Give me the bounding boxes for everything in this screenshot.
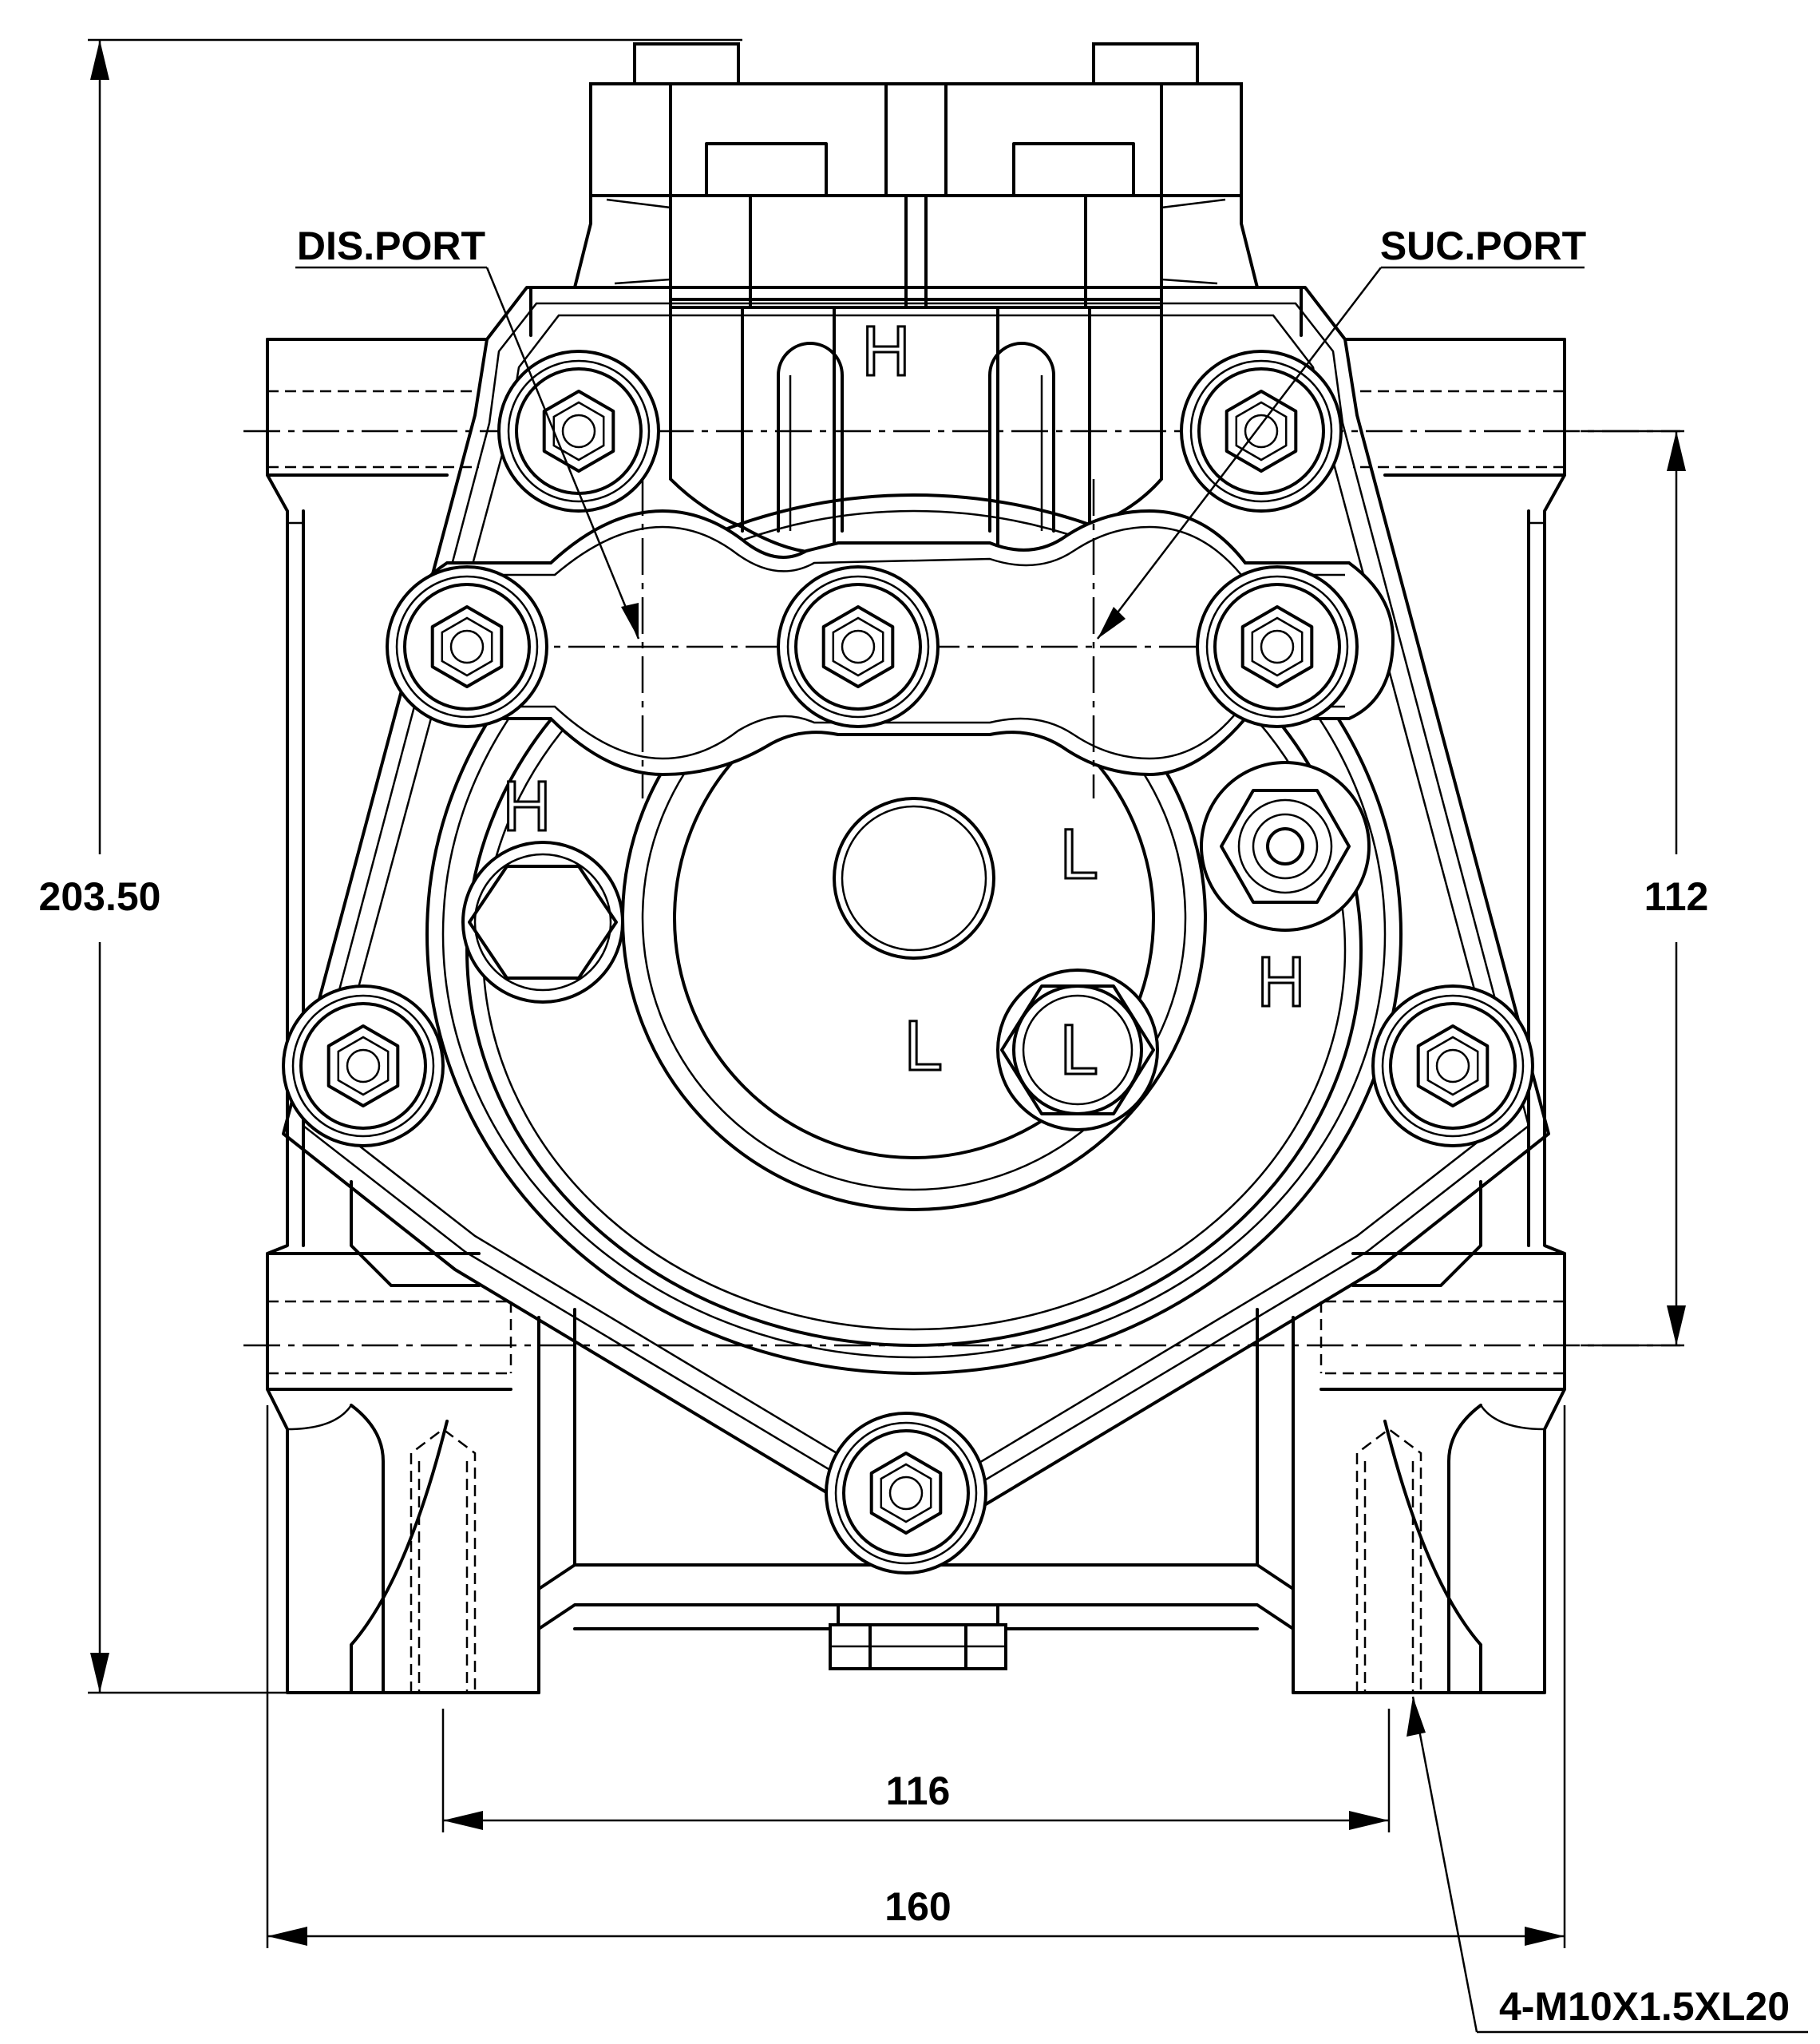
socket-head-bolt[interactable] bbox=[497, 350, 660, 513]
socket-head-bolt[interactable] bbox=[825, 1412, 987, 1575]
bolts[interactable] bbox=[282, 350, 1534, 1575]
socket-head-bolt[interactable] bbox=[777, 565, 940, 728]
lower-plug bbox=[996, 969, 1159, 1131]
hex-socket-icon bbox=[542, 390, 615, 473]
socket-head-bolt[interactable] bbox=[1371, 984, 1534, 1147]
hex-socket-icon bbox=[326, 1024, 400, 1107]
dis-port-label: DIS.PORT bbox=[297, 224, 485, 268]
dim-overall-width: 160 bbox=[266, 1405, 1566, 1948]
socket-head-bolt[interactable] bbox=[282, 984, 445, 1147]
fittings bbox=[461, 761, 1371, 1131]
dim-port-spacing: 112 bbox=[1581, 430, 1709, 1347]
dim-mount-hole-spacing: 116 bbox=[441, 1709, 1391, 1832]
socket-head-bolt[interactable] bbox=[1196, 565, 1359, 728]
hex-socket-icon bbox=[1225, 390, 1298, 473]
dim-overall-width-value: 160 bbox=[884, 1884, 951, 1929]
dim-port-spacing-value: 112 bbox=[1644, 874, 1709, 919]
dim-overall-height-value: 203.50 bbox=[39, 874, 161, 919]
dimensions: 203.50 112 116 160 bbox=[39, 38, 1709, 1948]
callout-suc-port: SUC.PORT bbox=[1097, 224, 1586, 640]
dim-overall-height: 203.50 bbox=[39, 38, 742, 1694]
hex-socket-icon bbox=[430, 605, 504, 688]
callout-thread-note: 4-M10X1.5XL20 bbox=[1407, 1696, 1808, 2034]
part-marks: H H H L L L bbox=[500, 312, 1308, 1091]
hex-socket-icon bbox=[1416, 1024, 1490, 1107]
socket-head-bolt[interactable] bbox=[386, 565, 548, 728]
suc-port-label: SUC.PORT bbox=[1380, 224, 1586, 268]
mark-h-left: H bbox=[501, 768, 552, 846]
mark-l-lower: L bbox=[904, 1008, 941, 1086]
hex-socket-icon bbox=[869, 1452, 943, 1535]
hex-socket-icon bbox=[821, 605, 895, 688]
left-plug bbox=[461, 841, 624, 1004]
mark-l-plug: L bbox=[1059, 1012, 1097, 1090]
dim-mount-hole-spacing-value: 116 bbox=[886, 1769, 951, 1813]
thread-note-label: 4-M10X1.5XL20 bbox=[1499, 1984, 1790, 2029]
hex-socket-icon bbox=[1240, 605, 1314, 688]
mark-l-upper: L bbox=[1059, 816, 1097, 894]
mark-h-top: H bbox=[861, 313, 911, 391]
right-fitting bbox=[1200, 761, 1371, 932]
socket-head-bolt[interactable] bbox=[1180, 350, 1343, 513]
callout-dis-port: DIS.PORT bbox=[295, 224, 640, 640]
mark-h-right: H bbox=[1256, 944, 1306, 1022]
callouts: DIS.PORT SUC.PORT 4-M10X1.5XL20 bbox=[295, 224, 1808, 2034]
